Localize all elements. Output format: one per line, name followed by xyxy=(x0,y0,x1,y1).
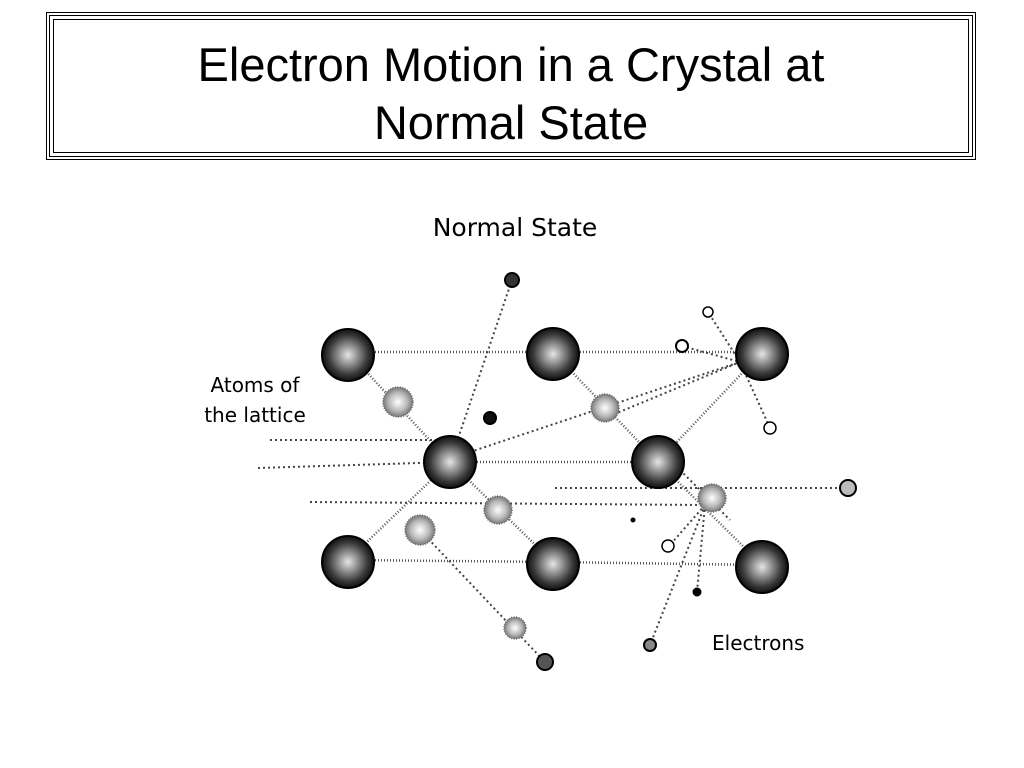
electron xyxy=(692,587,702,597)
lattice-atom xyxy=(526,327,580,381)
lattice-particle xyxy=(382,386,414,418)
lattice-particle xyxy=(590,393,620,423)
lattice-atoms xyxy=(321,327,789,594)
title-box: Electron Motion in a Crystal at Normal S… xyxy=(46,12,976,160)
slide-title: Electron Motion in a Crystal at Normal S… xyxy=(50,36,972,152)
electron xyxy=(536,653,554,671)
trail xyxy=(681,345,741,363)
electron xyxy=(661,539,675,553)
lattice-atom xyxy=(321,328,375,382)
electron xyxy=(763,421,777,435)
trail xyxy=(696,504,706,593)
lattice-atom xyxy=(735,540,789,594)
label-atoms-of-the-lattice-line-2: the lattice xyxy=(204,403,306,427)
lattice-particle xyxy=(404,514,436,546)
electron-trails xyxy=(257,279,848,663)
trail xyxy=(309,501,706,506)
electron xyxy=(643,638,657,652)
electron xyxy=(483,411,497,425)
lattice-atom xyxy=(321,535,375,589)
lattice-atom xyxy=(423,435,477,489)
lattice-atom xyxy=(735,327,789,381)
trail xyxy=(417,527,546,663)
lattice-atom xyxy=(526,537,580,591)
trail xyxy=(449,279,513,463)
electron xyxy=(675,339,689,353)
slide-title-line-2: Normal State xyxy=(373,96,649,149)
trail xyxy=(649,504,706,646)
trail xyxy=(599,361,741,421)
electrons xyxy=(483,272,857,671)
label-electrons: Electrons xyxy=(712,631,804,655)
electron xyxy=(839,479,857,497)
diagram-heading: Normal State xyxy=(433,213,598,242)
electron xyxy=(504,272,520,288)
trail xyxy=(257,461,451,469)
trail xyxy=(739,361,771,429)
slide-title-line-1: Electron Motion in a Crystal at xyxy=(197,38,825,91)
lattice-particle xyxy=(503,616,527,640)
bond xyxy=(552,560,763,567)
trail xyxy=(669,504,706,546)
lattice-atom xyxy=(631,435,685,489)
electron xyxy=(702,306,714,318)
electron xyxy=(630,517,636,523)
label-atoms-of-the-lattice-line-1: Atoms of xyxy=(211,373,301,397)
lattice-particle xyxy=(697,483,727,513)
lattice-particle xyxy=(483,495,513,525)
intermediate-particles xyxy=(382,386,727,640)
